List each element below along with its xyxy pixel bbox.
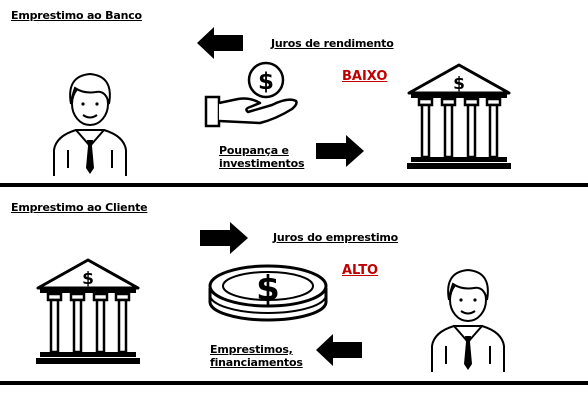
arrow-right-icon	[316, 135, 364, 167]
top-section-title: Emprestimo ao Banco	[11, 9, 142, 22]
top-caption-line2: investimentos	[219, 157, 305, 170]
bottom-caption-line1: Emprestimos,	[210, 343, 293, 356]
arrow-left-icon	[316, 334, 362, 366]
top-caption: Poupança e investimentos	[219, 144, 305, 170]
bottom-rate-label: ALTO	[342, 263, 379, 278]
bottom-caption-line2: financiamentos	[210, 356, 303, 369]
person-icon	[53, 72, 127, 176]
svg-text:$: $	[82, 269, 94, 289]
top-rate-label: BAIXO	[342, 69, 388, 84]
hand-coin-icon: $	[204, 61, 298, 128]
arrow-right-icon	[200, 222, 248, 254]
top-caption-line1: Poupança e	[219, 144, 289, 157]
bottom-section-title: Emprestimo ao Cliente	[11, 201, 148, 214]
bottom-divider	[0, 381, 588, 385]
svg-text:$: $	[258, 69, 274, 95]
person-icon	[431, 268, 505, 372]
svg-text:$: $	[453, 74, 465, 94]
section-divider	[0, 183, 588, 187]
bottom-juros-label: Juros do emprestimo	[273, 231, 399, 244]
bank-icon: $	[36, 258, 140, 364]
coin-stack-icon: $	[208, 264, 328, 322]
bank-icon: $	[407, 63, 511, 169]
top-juros-label: Juros de rendimento	[271, 37, 394, 50]
bottom-caption: Emprestimos, financiamentos	[210, 343, 303, 369]
arrow-left-icon	[197, 27, 243, 59]
svg-text:$: $	[256, 269, 280, 309]
